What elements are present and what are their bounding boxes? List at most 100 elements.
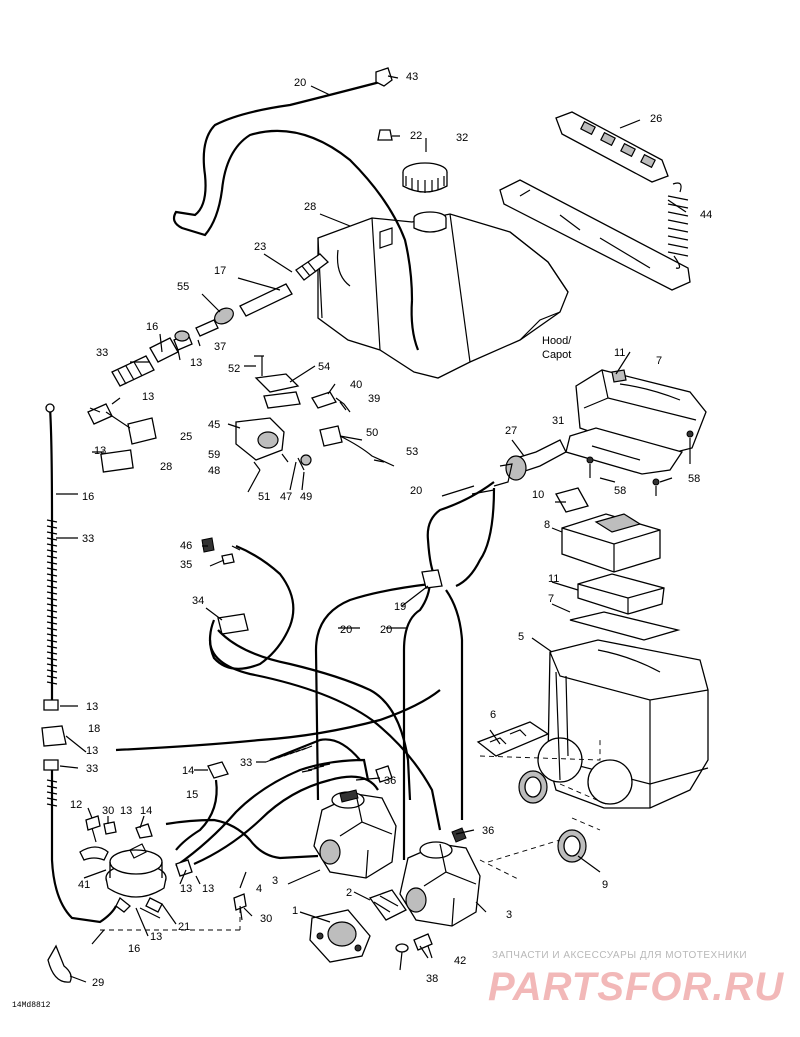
carburetor-left <box>313 789 397 879</box>
callout-1: 1 <box>292 905 298 917</box>
callout-33-hose: 33 <box>240 757 252 769</box>
carburetor-right <box>399 827 481 927</box>
callout-13-f: 13 <box>120 805 132 817</box>
callout-56: 7 <box>656 355 662 367</box>
callout-29: 29 <box>92 977 104 989</box>
watermark: ЗАПЧАСТИ И АКСЕССУАРЫ ДЛЯ МОТОТЕХНИКИ PA… <box>488 950 784 1009</box>
callout-8: 8 <box>544 519 550 531</box>
callout-34: 34 <box>192 595 204 607</box>
leader-lines <box>56 75 687 983</box>
callout-16-mid: 16 <box>82 491 94 503</box>
callout-48: 48 <box>208 465 220 477</box>
tension-spring <box>667 182 689 269</box>
callout-20-a: 20 <box>340 624 352 636</box>
dashed-guides <box>100 740 607 931</box>
callout-53: 53 <box>406 446 418 458</box>
callout-36-b: 36 <box>482 825 494 837</box>
callout-2: 2 <box>346 887 352 899</box>
fuel-pump <box>79 843 167 913</box>
callout-22: 22 <box>410 130 422 142</box>
crossover-hose <box>115 689 441 752</box>
fuel-filter-chain <box>111 330 193 387</box>
callout-33-low: 33 <box>86 763 98 775</box>
hood-gasket <box>565 427 694 496</box>
callout-59: 59 <box>208 449 220 461</box>
callout-21: 21 <box>178 921 190 933</box>
callout-58-a: 58 <box>614 485 626 497</box>
callout-13-c: 13 <box>94 445 106 457</box>
callout-41: 41 <box>78 879 90 891</box>
callout-18: 18 <box>88 723 100 735</box>
callout-38: 38 <box>426 973 438 985</box>
drawing-code: 14Md8812 <box>12 1001 51 1010</box>
callout-46: 46 <box>180 540 192 552</box>
support-bracket <box>476 721 550 757</box>
callout-15: 15 <box>186 789 198 801</box>
intake-flange <box>309 889 407 963</box>
callout-30-a: 30 <box>102 805 114 817</box>
watermark-logo: PARTSFOR.RU <box>488 965 784 1009</box>
callout-55: 55 <box>177 281 189 293</box>
callout-45: 45 <box>208 419 220 431</box>
tank-bracket <box>499 179 691 291</box>
callout-52: 52 <box>228 363 240 375</box>
callout-19: 19 <box>394 601 406 613</box>
callout-13-b: 13 <box>142 391 154 403</box>
fuel-line-left <box>41 403 117 983</box>
air-silencer-box <box>537 639 709 809</box>
callout-13-i: 13 <box>150 931 162 943</box>
capot-label: Capot <box>542 349 571 361</box>
callout-3-b: 3 <box>506 909 512 921</box>
callout-37: 37 <box>214 341 226 353</box>
callout-26: 26 <box>650 113 662 125</box>
hood-strap <box>555 111 669 183</box>
callout-49: 49 <box>300 491 312 503</box>
primer-assembly <box>235 355 395 471</box>
callout-23: 23 <box>254 241 266 253</box>
callout-14-a: 14 <box>182 765 194 777</box>
callout-24: 28 <box>160 461 172 473</box>
vent-hose-assembly <box>172 67 420 351</box>
callout-25: 25 <box>180 431 192 443</box>
pulse-and-fuel-hoses <box>165 738 393 877</box>
callout-32: 32 <box>456 132 468 144</box>
filter-element-stack <box>555 487 681 641</box>
callout-30-b: 30 <box>260 913 272 925</box>
callout-10: 10 <box>532 489 544 501</box>
callout-57: 11 <box>614 347 625 359</box>
callout-42: 42 <box>454 955 466 967</box>
callout-16-top: 16 <box>146 321 158 333</box>
callout-4: 4 <box>256 883 262 895</box>
callout-11: 11 <box>548 573 559 585</box>
callout-9: 9 <box>602 879 608 891</box>
fuel-cap <box>402 162 448 193</box>
callout-33-mid: 33 <box>82 533 94 545</box>
callout-51: 51 <box>258 491 270 503</box>
callout-43: 43 <box>406 71 418 83</box>
tank-outlet-fittings <box>195 253 329 337</box>
callout-13-g: 13 <box>180 883 192 895</box>
callouts: 20 43 22 32 26 28 44 23 17 55 16 33 37 1… <box>70 71 712 989</box>
callout-54: 54 <box>318 361 330 373</box>
callout-3-a: 3 <box>272 875 278 887</box>
cables <box>201 481 496 860</box>
callout-27: 27 <box>505 425 517 437</box>
fuel-tank <box>317 211 569 379</box>
callout-40: 40 <box>350 379 362 391</box>
callout-13-a: 13 <box>190 357 202 369</box>
callout-14-b: 14 <box>140 805 152 817</box>
callout-47: 47 <box>280 491 292 503</box>
callout-6: 6 <box>490 709 496 721</box>
callout-16-low: 16 <box>128 943 140 955</box>
callout-12: 12 <box>70 799 82 811</box>
callout-35: 35 <box>180 559 192 571</box>
callout-17: 17 <box>214 265 226 277</box>
rubber-adapters <box>518 770 587 863</box>
callout-20-c: 20 <box>410 485 422 497</box>
callout-33-top: 33 <box>96 347 108 359</box>
callout-7: 7 <box>548 593 554 605</box>
callout-36-a: 36 <box>384 775 396 787</box>
watermark-caption: ЗАПЧАСТИ И АКСЕССУАРЫ ДЛЯ МОТОТЕХНИКИ <box>492 950 747 961</box>
